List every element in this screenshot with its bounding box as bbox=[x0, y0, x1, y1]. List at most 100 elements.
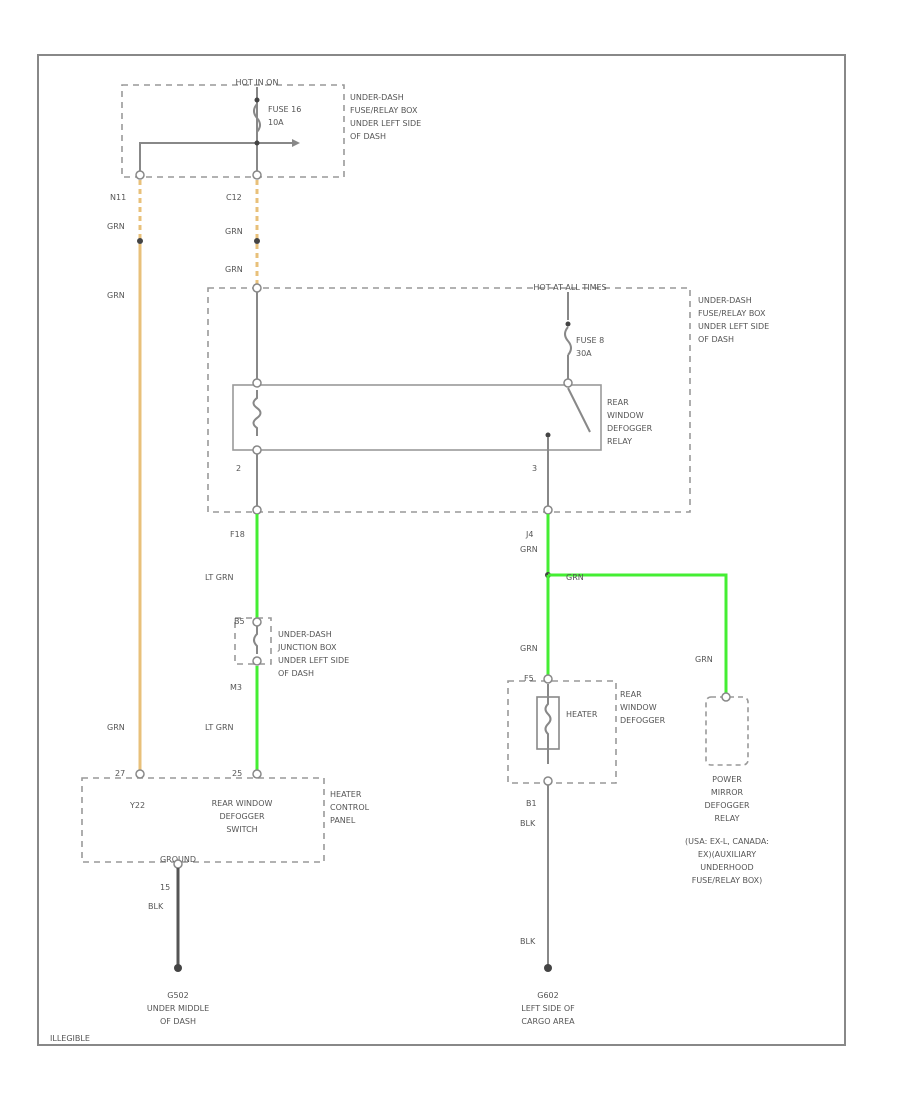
left-ground-1: G502 bbox=[167, 991, 188, 1000]
left-ground-2: UNDER MIDDLE bbox=[147, 1004, 209, 1013]
panel-switch-pin-label: 25 bbox=[232, 769, 242, 778]
mid-wire-color-entry: GRN bbox=[225, 265, 243, 274]
right-ground-3: CARGO AREA bbox=[521, 1017, 575, 1026]
mirror-relay-feed bbox=[548, 573, 728, 695]
left-wire-color-mid: GRN bbox=[107, 291, 125, 300]
fuse8-node bbox=[565, 321, 571, 327]
f18-label: F18 bbox=[230, 530, 245, 539]
panel-label-3: PANEL bbox=[330, 816, 356, 825]
defogger-label-2: WINDOW bbox=[620, 703, 657, 712]
right-grn-label-3: GRN bbox=[695, 655, 713, 664]
relay-box-location-1: UNDER-DASH bbox=[698, 296, 752, 305]
mirror-label-8: FUSE/RELAY BOX) bbox=[692, 876, 763, 885]
left-wire-color-top: GRN bbox=[107, 222, 125, 231]
left-gnd-color-label: BLK bbox=[148, 902, 164, 911]
junction-loc-4: OF DASH bbox=[278, 669, 314, 678]
mirror-relay-pin bbox=[721, 692, 731, 702]
defogger-top-pin bbox=[543, 674, 553, 684]
left-wire-color-bottom: GRN bbox=[107, 723, 125, 732]
relay-label-4: RELAY bbox=[607, 437, 632, 446]
fuse8-rating: 30A bbox=[576, 349, 592, 358]
right-pin-label: J4 bbox=[525, 530, 533, 539]
top-box-branch bbox=[139, 142, 257, 175]
lt-grn-label-2: LT GRN bbox=[205, 723, 234, 732]
relay-switch-arm bbox=[567, 387, 591, 433]
switch-top-pin bbox=[563, 378, 573, 388]
fuse16-symbol bbox=[253, 103, 261, 133]
defogger-bottom-pin bbox=[543, 776, 553, 786]
top-box-left-pin-label: N11 bbox=[110, 193, 126, 202]
relay-label-3: DEFOGGER bbox=[607, 424, 653, 433]
panel-left-pin-label: 27 bbox=[115, 769, 125, 778]
top-box-location-2: FUSE/RELAY BOX bbox=[350, 106, 418, 115]
left-ground-3: OF DASH bbox=[160, 1017, 196, 1026]
mirror-label-5: (USA: EX-L, CANADA: bbox=[685, 837, 769, 846]
diagram-border bbox=[37, 54, 846, 1046]
junction-internal bbox=[253, 626, 258, 654]
relay-left-pin-label: 2 bbox=[236, 464, 241, 473]
mirror-label-7: UNDERHOOD bbox=[700, 863, 753, 872]
top-box-right-pin bbox=[252, 170, 262, 180]
right-ground-point bbox=[544, 964, 552, 972]
right-grn-splice-label: GRN bbox=[566, 573, 584, 582]
panel-switch-pin bbox=[252, 769, 262, 779]
defogger-relay bbox=[232, 384, 602, 451]
junction-pin-top-label: B5 bbox=[234, 617, 245, 626]
coil-bottom-pin bbox=[252, 445, 262, 455]
relay-box-entry-pin bbox=[252, 283, 262, 293]
diagram-id: ILLEGIBLE bbox=[50, 1034, 90, 1043]
top-box-left-pin bbox=[135, 170, 145, 180]
switch-label-1: REAR WINDOW bbox=[212, 799, 273, 808]
junction-pin-bottom-label: M3 bbox=[230, 683, 242, 692]
panel-label-1: HEATER bbox=[330, 790, 362, 799]
relay-label-2: WINDOW bbox=[607, 411, 644, 420]
relay-box-right-exit-pin bbox=[543, 505, 553, 515]
right-ground-1: G602 bbox=[537, 991, 558, 1000]
relay-box-location-2: FUSE/RELAY BOX bbox=[698, 309, 766, 318]
blk-label-1: BLK bbox=[520, 819, 536, 828]
junction-loc-3: UNDER LEFT SIDE bbox=[278, 656, 349, 665]
defogger-label-1: REAR bbox=[620, 690, 642, 699]
top-box-split-node bbox=[254, 140, 260, 146]
top-box-location-3: UNDER LEFT SIDE bbox=[350, 119, 421, 128]
top-box-arrow-head bbox=[292, 139, 300, 147]
relay-right-pin-label: 3 bbox=[532, 464, 537, 473]
junction-box bbox=[234, 617, 272, 665]
coil-top-pin bbox=[252, 378, 262, 388]
right-grn-label-1: GRN bbox=[520, 545, 538, 554]
top-box-location-1: UNDER-DASH bbox=[350, 93, 404, 102]
defogger-box bbox=[507, 680, 617, 784]
switch-label-3: SWITCH bbox=[226, 825, 257, 834]
switch-label-2: DEFOGGER bbox=[219, 812, 265, 821]
top-box-location-4: OF DASH bbox=[350, 132, 386, 141]
mirror-label-3: DEFOGGER bbox=[704, 801, 750, 810]
mirror-label-2: MIRROR bbox=[711, 788, 744, 797]
switch-contact-node bbox=[545, 432, 551, 438]
blk-label-2: BLK bbox=[520, 937, 536, 946]
panel-left-label: Y22 bbox=[129, 801, 145, 810]
relay-fuse-box bbox=[207, 287, 691, 513]
mirror-label-4: RELAY bbox=[715, 814, 740, 823]
relay-box-power-label: HOT AT ALL TIMES bbox=[533, 283, 606, 292]
junction-bottom-pin bbox=[252, 656, 262, 666]
heater-control-panel bbox=[81, 777, 325, 863]
relay-box-location-3: UNDER LEFT SIDE bbox=[698, 322, 769, 331]
relay-box-location-4: OF DASH bbox=[698, 335, 734, 344]
right-grn-label-2: GRN bbox=[520, 644, 538, 653]
lt-grn-label-1: LT GRN bbox=[205, 573, 234, 582]
defogger-label-3: DEFOGGER bbox=[620, 716, 666, 725]
mirror-label-1: POWER bbox=[712, 775, 742, 784]
left-splice-node bbox=[137, 238, 143, 244]
junction-loc-1: UNDER-DASH bbox=[278, 630, 332, 639]
top-box-fuse-rating: 10A bbox=[268, 118, 284, 127]
mid-wire-color-top: GRN bbox=[225, 227, 243, 236]
right-ground-2: LEFT SIDE OF bbox=[521, 1004, 575, 1013]
left-gnd-pin-label: 15 bbox=[160, 883, 170, 892]
mirror-label-6: EX)(AUXILIARY bbox=[698, 850, 756, 859]
mid-splice-node bbox=[254, 238, 260, 244]
top-fuse-box bbox=[121, 84, 345, 178]
panel-left-pin bbox=[135, 769, 145, 779]
heater-label: HEATER bbox=[566, 710, 598, 719]
relay-label-1: REAR bbox=[607, 398, 629, 407]
